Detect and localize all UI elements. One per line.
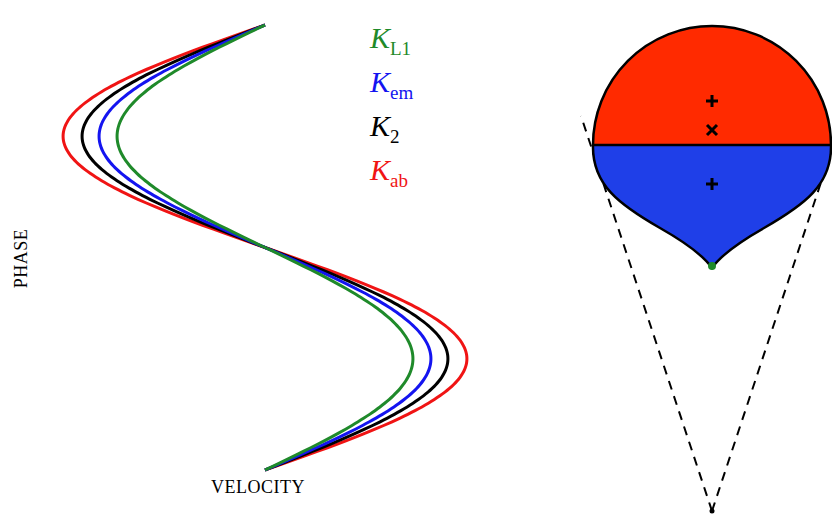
axis-label: PHASE xyxy=(12,228,33,288)
axis-label: VELOCITY xyxy=(211,477,305,498)
legend-entry: Kab xyxy=(370,152,408,199)
centre-marker xyxy=(706,178,718,190)
legend-entry: Kem xyxy=(370,64,413,111)
velocity-curve xyxy=(63,25,467,470)
velocity-curve xyxy=(82,25,448,470)
curve-label: Kem xyxy=(370,64,413,111)
lobe-outline xyxy=(593,26,831,268)
velocity-curve xyxy=(117,25,413,470)
velocity-curves xyxy=(63,25,467,470)
centre-marker xyxy=(706,95,718,107)
legend-entry: K2 xyxy=(370,108,400,155)
terminator-line xyxy=(593,144,831,147)
roche-lobe xyxy=(581,26,832,514)
curve-label: Kab xyxy=(370,152,408,199)
irradiated-half xyxy=(593,26,831,145)
curve-label: K2 xyxy=(370,108,400,155)
curve-label: KL1 xyxy=(370,20,411,67)
centre-of-mass-marker xyxy=(707,125,717,135)
velocity-curve xyxy=(99,25,431,470)
legend-entry: KL1 xyxy=(370,20,411,67)
apex-dot xyxy=(710,509,715,514)
l1-point xyxy=(708,262,716,270)
